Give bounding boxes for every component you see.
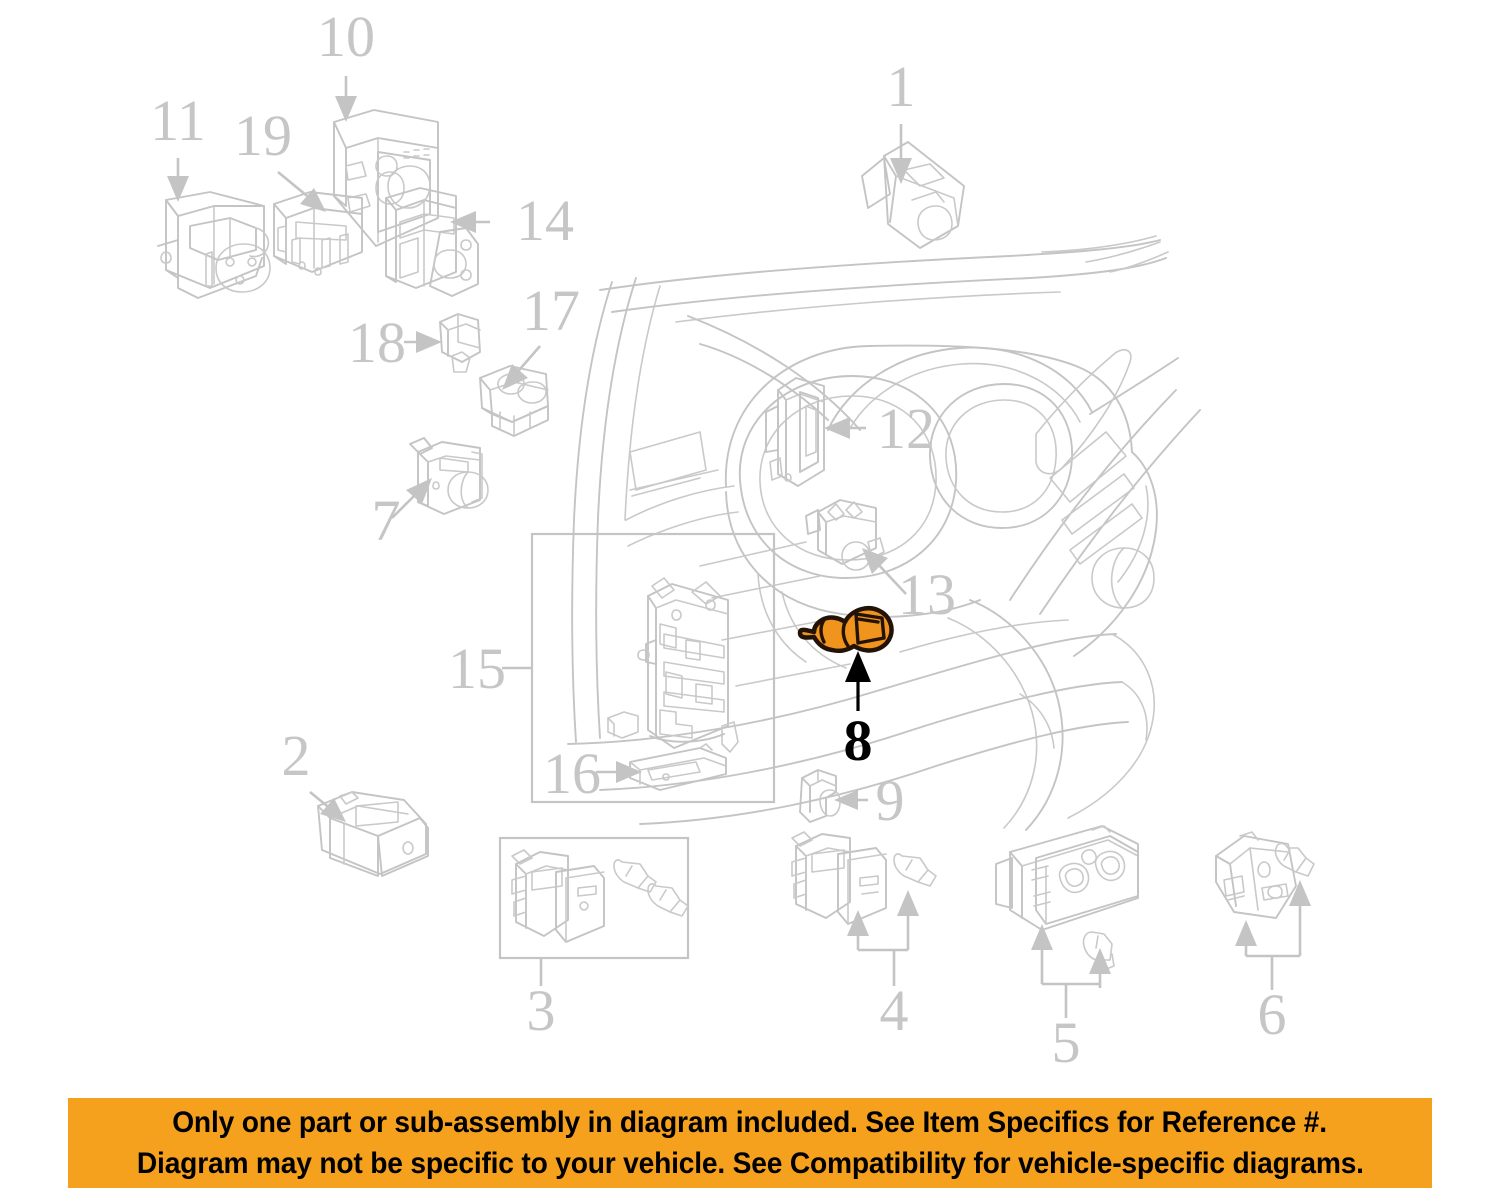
callout-13: 13: [862, 548, 956, 627]
part-5-control-panel: [995, 825, 1139, 971]
part-8-socket-plug-highlighted: [797, 606, 894, 654]
callout-1: 1: [887, 54, 916, 184]
callout-16: 16: [543, 741, 642, 806]
panel-3-switch-assembly: [498, 836, 690, 960]
part-19-relay-module: [273, 191, 363, 276]
callout-label-17: 17: [522, 278, 580, 343]
callout-8: 8: [844, 651, 873, 773]
callout-label-8: 8: [844, 708, 873, 773]
callout-19: 19: [234, 103, 326, 212]
callout-label-12: 12: [877, 396, 935, 461]
callout-2: 2: [282, 723, 346, 822]
callout-label-16: 16: [543, 741, 601, 806]
callout-label-14: 14: [516, 188, 574, 253]
callout-9: 9: [834, 768, 905, 833]
callout-label-6: 6: [1258, 982, 1287, 1047]
callout-label-13: 13: [898, 562, 956, 627]
callout-label-2: 2: [282, 723, 311, 788]
callout-18: 18: [348, 310, 442, 375]
dashboard-illustration: [567, 235, 1201, 831]
part-1-switch: [861, 141, 965, 249]
callout-label-10: 10: [317, 4, 375, 69]
part-4-switch-assembly: [791, 831, 937, 925]
callout-7: 7: [372, 478, 432, 553]
callout-label-7: 7: [372, 488, 401, 553]
callout-5: 5: [1031, 924, 1111, 1075]
callout-label-9: 9: [876, 768, 905, 833]
callout-label-18: 18: [348, 310, 406, 375]
callout-4: 4: [847, 890, 919, 1043]
callout-label-15: 15: [448, 636, 506, 701]
disclaimer-line-1: Only one part or sub-assembly in diagram…: [172, 1106, 1328, 1139]
part-12-switch: [765, 377, 825, 487]
callout-label-11: 11: [150, 88, 206, 153]
callout-17: 17: [502, 278, 580, 390]
callout-label-4: 4: [880, 978, 909, 1043]
part-17-switch: [479, 365, 549, 437]
callout-label-1: 1: [887, 54, 916, 119]
callout-6: 6: [1235, 880, 1311, 1047]
disclaimer-line-2: Diagram may not be specific to your vehi…: [136, 1147, 1364, 1180]
callout-label-5: 5: [1052, 1010, 1081, 1075]
callout-label-19: 19: [234, 103, 292, 168]
part-2-switch: [317, 791, 429, 877]
callout-3: 3: [527, 958, 556, 1043]
callout-12: 12: [824, 396, 935, 461]
callout-label-3: 3: [527, 978, 556, 1043]
panel-15-junction-block: [530, 532, 776, 804]
part-18-bulb-socket: [439, 313, 481, 373]
callout-15: 15: [448, 636, 532, 701]
part-6-control-panel: [1215, 831, 1315, 919]
callout-14: 14: [450, 188, 574, 253]
disclaimer-banner: Only one part or sub-assembly in diagram…: [68, 1098, 1432, 1188]
callout-10: 10: [317, 4, 375, 122]
part-11-relay-module: [157, 191, 271, 299]
part-14-relay-module: [385, 187, 479, 297]
callout-11: 11: [150, 88, 206, 202]
